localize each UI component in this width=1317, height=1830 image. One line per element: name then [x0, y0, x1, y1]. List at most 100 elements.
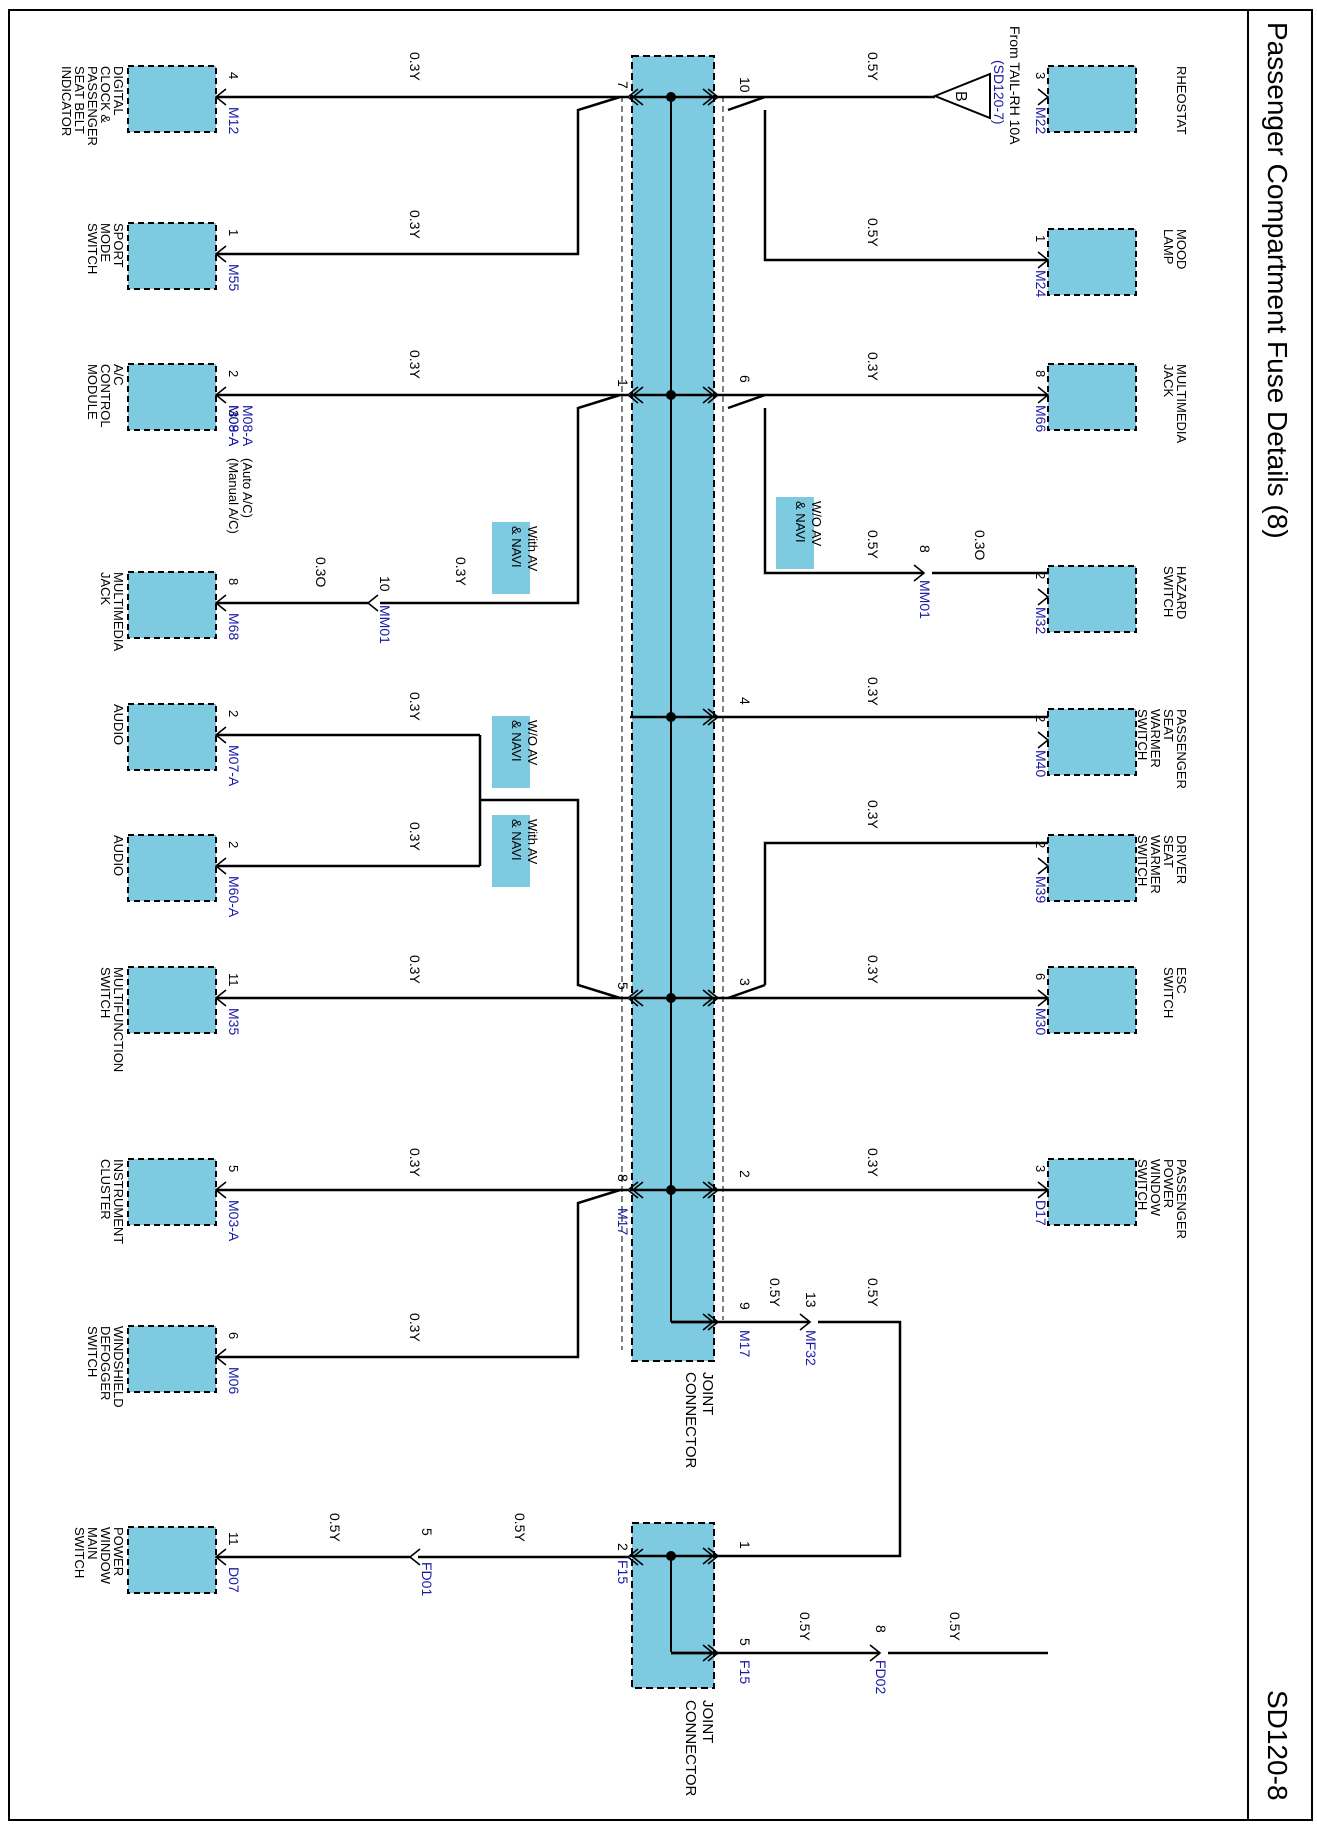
- component-name: JACK: [98, 572, 113, 606]
- component-box: [127, 1526, 217, 1594]
- pin-number: 8: [917, 545, 933, 553]
- label: 8: [1033, 370, 1048, 377]
- label: 2: [226, 841, 241, 848]
- wire-gauge: 0.3Y: [407, 350, 423, 379]
- wire: [718, 1320, 902, 1558]
- connector-mark: [1037, 588, 1050, 606]
- pin-number: 8: [873, 1625, 889, 1633]
- connector-mark: [707, 386, 720, 404]
- connector-note: (Auto A/C): [240, 458, 255, 518]
- connector-mark: [214, 857, 227, 875]
- component-box: [127, 1158, 217, 1226]
- triangle-label: B: [952, 91, 969, 102]
- splice-dot: [666, 1551, 676, 1561]
- connector-id: F15: [615, 1560, 631, 1584]
- connector-mark: [631, 989, 644, 1007]
- pin-number: 10: [377, 576, 393, 592]
- connector-mark: [707, 1547, 720, 1565]
- component-name: ESC: [1174, 967, 1189, 994]
- component-box: [1047, 708, 1137, 776]
- component-name: SEAT: [1161, 709, 1176, 742]
- connector-mark: [702, 1547, 715, 1565]
- component-box: [127, 966, 217, 1034]
- label: 3: [1033, 1165, 1048, 1172]
- label: 6: [1033, 973, 1048, 980]
- component-name: WARMER: [1148, 835, 1163, 894]
- connector-id: FD02: [873, 1660, 889, 1694]
- wire-gauge: 0.3Y: [407, 210, 423, 239]
- connector-mark: [707, 1181, 720, 1199]
- connector-id: MM01: [917, 580, 933, 619]
- wire-gauge: 0.3Y: [407, 1148, 423, 1177]
- pin-number: 9: [737, 1302, 753, 1310]
- connector-id: M40: [1033, 750, 1049, 777]
- component-name: MULTIFUNCTION: [111, 967, 126, 1072]
- wire-gauge: 0.5Y: [797, 1612, 813, 1641]
- connector-id: M22: [1033, 107, 1049, 134]
- wire: [480, 798, 621, 1000]
- wire-gauge: 0.3Y: [865, 800, 881, 829]
- connector-id: M35: [226, 1008, 242, 1035]
- connector-id: M08-A: [240, 405, 256, 447]
- connector-mark: [702, 1644, 715, 1662]
- component-name: SWITCH: [1135, 835, 1150, 886]
- wire-gauge: 0.5Y: [865, 52, 881, 81]
- label: 11: [226, 973, 241, 987]
- component-name: MULTIMEDIA: [111, 572, 126, 652]
- pin-number: 1: [737, 1541, 753, 1549]
- connector-mark: [1037, 731, 1050, 749]
- connector-mark: [702, 708, 715, 726]
- connector-mark: [214, 1181, 227, 1199]
- wire-gauge: 0.5Y: [512, 1513, 528, 1542]
- connector-id: FD01: [419, 1562, 435, 1596]
- label: 8: [226, 578, 241, 585]
- connector-id: M24: [1033, 270, 1049, 297]
- component-name: CLUSTER: [98, 1159, 113, 1220]
- option-tag: [776, 497, 814, 569]
- component-name: WINDSHIELD: [111, 1326, 126, 1408]
- connector-mark: [214, 386, 227, 404]
- component-name: WINDOW: [98, 1527, 113, 1585]
- connector-mark: [214, 1548, 227, 1566]
- joint-connector-label: CONNECTOR: [682, 1372, 699, 1469]
- label: 6: [226, 1332, 241, 1339]
- connector-mark: [869, 1644, 882, 1662]
- pin-number: 10: [737, 77, 753, 93]
- component-name: SWITCH: [1135, 1159, 1150, 1210]
- option-tag: [492, 815, 530, 887]
- option-tag: [492, 522, 530, 594]
- connector-mark: [1037, 251, 1050, 269]
- page-border: [8, 9, 1313, 1821]
- source-from-text: From TAIL-RH 10A: [1007, 26, 1023, 145]
- component-name: A/C: [111, 364, 126, 386]
- connector-mark: [214, 594, 227, 612]
- connector-mark: [626, 1548, 639, 1566]
- component-name: PASSENGER: [1174, 709, 1189, 789]
- connector-mark: [1037, 1181, 1050, 1199]
- component-name: SWITCH: [85, 223, 100, 274]
- component-name: MODE: [98, 223, 113, 262]
- component-box: [1047, 565, 1137, 633]
- page-title: Passenger Compartment Fuse Details (8): [1262, 22, 1293, 539]
- component-name: AUDIO: [111, 835, 126, 876]
- connector-mark: [631, 88, 644, 106]
- connector-id: M66: [1033, 405, 1049, 432]
- connector-mark: [707, 989, 720, 1007]
- connector-mark: [631, 1548, 644, 1566]
- label: 4: [226, 72, 241, 79]
- connector-mark: [1037, 88, 1050, 106]
- source-triangle-b: [932, 72, 991, 120]
- pin-number: 2: [615, 1543, 631, 1551]
- wire-gauge: 0.3Y: [865, 677, 881, 706]
- option-label: & NAVI: [793, 501, 808, 543]
- wire-gauge: 0.3Y: [407, 52, 423, 81]
- connector-id: M17: [737, 1330, 753, 1357]
- connector-id: M07-A: [226, 745, 242, 787]
- wire-gauge: 0.3Y: [407, 1313, 423, 1342]
- pin-number: 5: [419, 1528, 435, 1536]
- splice-dot: [666, 993, 676, 1003]
- wire: [763, 110, 1048, 262]
- wire-gauge: 0.5Y: [865, 218, 881, 247]
- component-name: WINDOW: [1148, 1159, 1163, 1217]
